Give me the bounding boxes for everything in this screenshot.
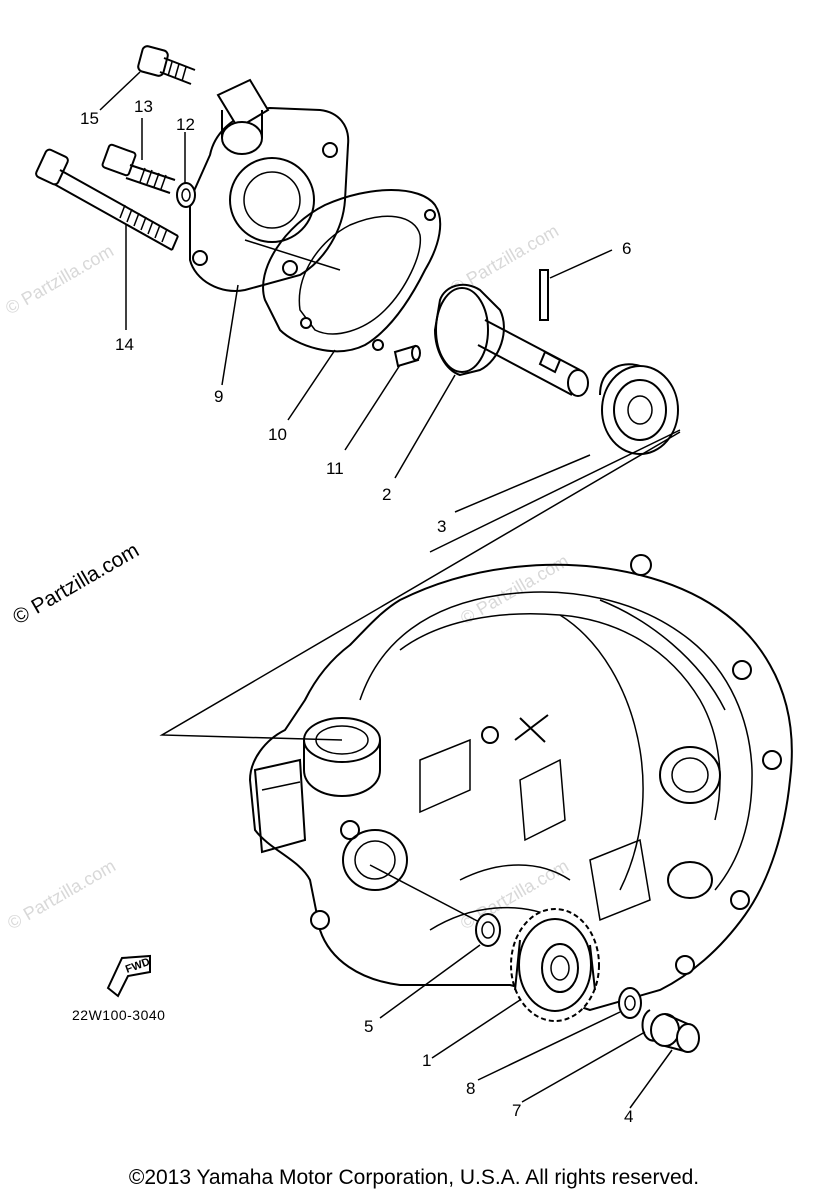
- collar-4: [650, 1013, 700, 1053]
- leader-line: [287, 349, 336, 421]
- leader-line: [629, 1049, 673, 1109]
- part-code-label: 22W100-3040: [72, 1007, 165, 1023]
- callout-4: 4: [624, 1107, 633, 1126]
- gasket-10: [262, 189, 442, 353]
- dowel-pin-11: [393, 344, 421, 368]
- impeller-shaft-2: [433, 283, 589, 397]
- callout-5: 5: [364, 1017, 373, 1036]
- gear-1: [510, 908, 600, 1022]
- leader-line: [549, 249, 613, 279]
- watermark: © Partzilla.com: [457, 550, 572, 628]
- callout-1: 1: [422, 1051, 431, 1070]
- leader-line: [221, 284, 239, 386]
- leader-line: [454, 454, 591, 513]
- watermark: © Partzilla.com: [4, 855, 119, 933]
- bolt-13: [101, 143, 176, 194]
- washer-12: [176, 182, 196, 208]
- leader-line: [521, 1031, 646, 1103]
- washer-8: [618, 987, 642, 1019]
- bearing-seal-3: [599, 363, 679, 455]
- callout-8: 8: [466, 1079, 475, 1098]
- leader-line: [344, 364, 401, 451]
- leader-line: [477, 1011, 621, 1081]
- copyright-notice: ©2013 Yamaha Motor Corporation, U.S.A. A…: [128, 1166, 700, 1189]
- callout-3: 3: [437, 517, 446, 536]
- bolt-14: [35, 148, 179, 251]
- callout-12: 12: [176, 115, 195, 134]
- callout-2: 2: [382, 485, 391, 504]
- callout-14: 14: [115, 335, 134, 354]
- callout-9: 9: [214, 387, 223, 406]
- callout-6: 6: [622, 239, 631, 258]
- leader-line: [379, 944, 481, 1019]
- callout-15: 15: [80, 109, 99, 128]
- leader-line: [431, 999, 521, 1059]
- callout-11: 11: [326, 459, 344, 478]
- pump-housing-9: [189, 78, 350, 292]
- fwd-arrow-icon: FWD: [106, 954, 152, 998]
- callout-13: 13: [134, 97, 153, 116]
- crankcase-cover: [248, 554, 793, 1012]
- assembly-guide-line: [369, 864, 486, 926]
- pin-6: [539, 269, 549, 321]
- washer-5: [475, 913, 501, 947]
- bolt-15: [137, 45, 196, 85]
- assembly-guide-line: [159, 431, 681, 741]
- watermark: © Partzilla.com: [2, 240, 117, 318]
- callout-10: 10: [268, 425, 287, 444]
- assembly-guide-line: [244, 239, 341, 271]
- callout-7: 7: [512, 1101, 521, 1120]
- watermark: © Partzilla.com: [9, 539, 143, 630]
- leader-line: [99, 71, 141, 111]
- leader-line: [429, 429, 681, 553]
- leader-line: [394, 374, 456, 479]
